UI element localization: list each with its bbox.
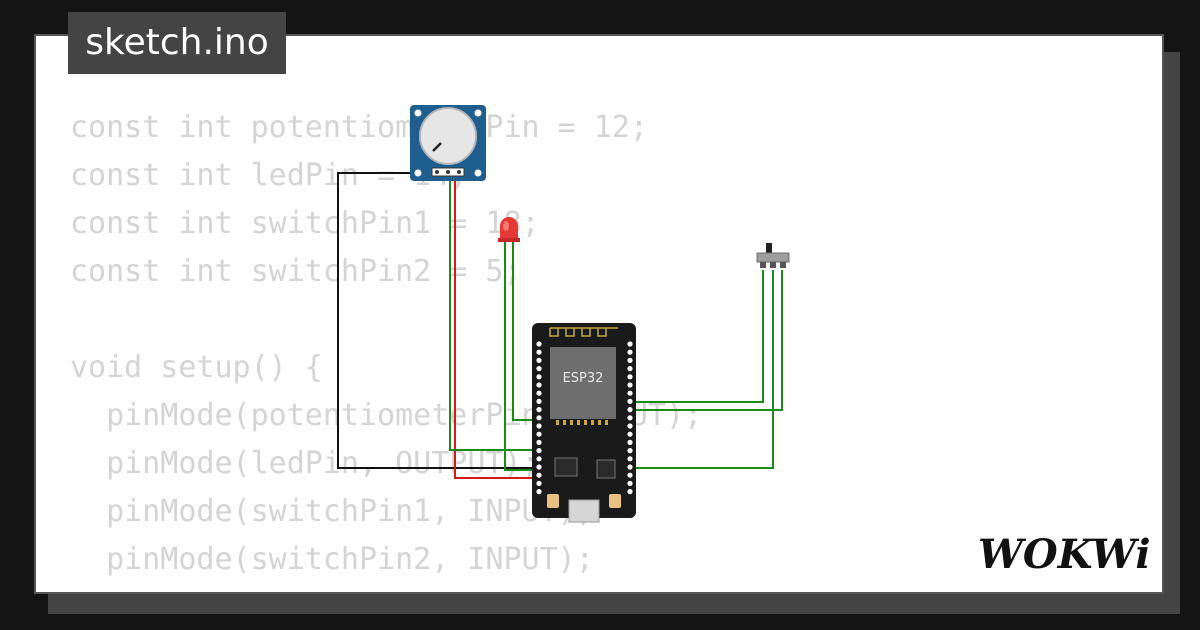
header-pin[interactable] — [536, 431, 542, 437]
header-pin[interactable] — [536, 407, 542, 413]
header-pin[interactable] — [627, 357, 633, 363]
right-pin-header — [627, 341, 633, 495]
header-pin[interactable] — [536, 415, 542, 421]
wire-vcc[interactable] — [454, 173, 538, 479]
left-pin-header — [536, 341, 542, 495]
code-line: pinMode(switchPin1, INPUT); — [70, 494, 594, 529]
header-pin[interactable] — [536, 398, 542, 404]
wire-switch-3[interactable] — [630, 270, 783, 411]
wires — [337, 172, 783, 479]
header-pin[interactable] — [627, 472, 633, 478]
header-pin[interactable] — [627, 423, 633, 429]
header-pin[interactable] — [536, 489, 542, 495]
code-preview: const int potentiometerPin = 12; const in… — [70, 104, 702, 584]
wire-led-cathode[interactable] — [504, 240, 538, 471]
chip-label: ESP32 — [563, 371, 604, 386]
header-pin[interactable] — [627, 382, 633, 388]
header-pin[interactable] — [627, 366, 633, 372]
header-pin[interactable] — [627, 349, 633, 355]
code-line: pinMode(switchPin2, INPUT); — [70, 542, 594, 577]
wokwi-logo: WOKWi — [978, 531, 1151, 578]
wire-gnd[interactable] — [337, 172, 538, 469]
header-pin[interactable] — [536, 357, 542, 363]
code-line: void setup() { — [70, 350, 323, 385]
file-tab[interactable]: sketch.ino — [68, 12, 286, 74]
header-pin[interactable] — [627, 464, 633, 470]
wire-switch-2[interactable] — [630, 270, 774, 469]
wire-switch-1[interactable] — [630, 270, 764, 403]
header-pin[interactable] — [536, 448, 542, 454]
sketch-card[interactable]: const int potentiometerPin = 12; const in… — [34, 34, 1164, 594]
header-pin[interactable] — [627, 480, 633, 486]
header-pin[interactable] — [627, 489, 633, 495]
header-pin[interactable] — [627, 341, 633, 347]
usb-port-icon — [568, 499, 600, 523]
header-pin[interactable] — [536, 374, 542, 380]
header-pin[interactable] — [627, 398, 633, 404]
header-pin[interactable] — [536, 480, 542, 486]
header-pin[interactable] — [536, 472, 542, 478]
header-pin[interactable] — [536, 439, 542, 445]
header-pin[interactable] — [536, 456, 542, 462]
header-pin[interactable] — [536, 464, 542, 470]
header-pin[interactable] — [627, 448, 633, 454]
potentiometer[interactable] — [410, 105, 486, 181]
header-pin[interactable] — [627, 439, 633, 445]
logo-text: WOKWi — [978, 531, 1151, 578]
code-line: pinMode(potentiometerPin, INPUT); — [70, 398, 703, 433]
wire-led-anode[interactable] — [512, 240, 538, 421]
header-pin[interactable] — [536, 423, 542, 429]
header-pin[interactable] — [627, 390, 633, 396]
code-line: const int potentiometerPin = 12; — [70, 110, 648, 145]
header-pin[interactable] — [536, 349, 542, 355]
wire-pot-signal[interactable] — [449, 173, 538, 451]
header-pin[interactable] — [536, 390, 542, 396]
header-pin[interactable] — [627, 456, 633, 462]
esp32-board[interactable]: ESP32 — [532, 323, 636, 523]
header-pin[interactable] — [627, 431, 633, 437]
header-pin[interactable] — [536, 341, 542, 347]
esp32-module — [550, 347, 616, 419]
header-pin[interactable] — [627, 374, 633, 380]
code-line: const int switchPin2 = 5; — [70, 254, 522, 289]
header-pin[interactable] — [627, 415, 633, 421]
knob-icon[interactable] — [419, 107, 477, 165]
header-pin[interactable] — [536, 382, 542, 388]
header-pin[interactable] — [627, 407, 633, 413]
code-line: pinMode(ledPin, OUTPUT); — [70, 446, 540, 481]
code-line: const int ledPin = 14; — [70, 158, 468, 193]
header-pin[interactable] — [536, 366, 542, 372]
slide-switch[interactable] — [756, 243, 790, 268]
red-led[interactable] — [498, 217, 520, 242]
